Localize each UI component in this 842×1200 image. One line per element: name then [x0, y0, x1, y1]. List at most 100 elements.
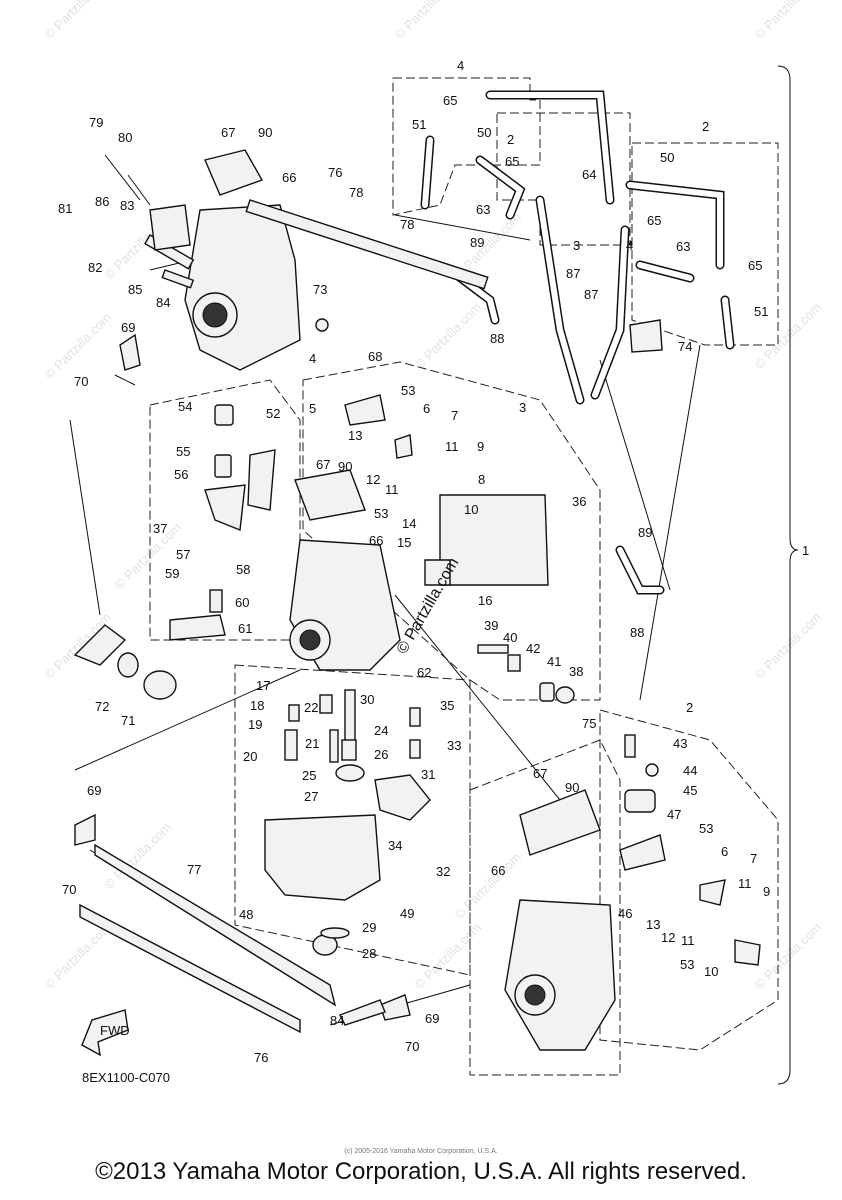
watermark: © Partzilla.com	[752, 610, 825, 683]
callout-87: 87	[584, 287, 598, 302]
callout-67: 67	[316, 457, 330, 472]
callout-64: 64	[582, 167, 596, 182]
callout-28: 28	[362, 946, 376, 961]
callout-84: 84	[330, 1013, 344, 1028]
callout-11: 11	[385, 482, 399, 497]
callout-84: 84	[156, 295, 170, 310]
callout-53: 53	[401, 383, 415, 398]
callout-27: 27	[304, 789, 318, 804]
callout-3: 3	[519, 400, 526, 415]
callout-80: 80	[118, 130, 132, 145]
callout-51: 51	[412, 117, 426, 132]
watermark: © Partzilla.com	[392, 0, 465, 42]
small-parts	[73, 204, 761, 1026]
callout-3: 3	[573, 238, 580, 253]
watermark: © Partzilla.com	[412, 300, 485, 373]
watermark: © Partzilla.com	[752, 0, 825, 42]
callout-10: 10	[704, 964, 718, 979]
callout-51: 51	[754, 304, 768, 319]
callout-39: 39	[484, 618, 498, 633]
callout-70: 70	[74, 374, 88, 389]
callout-87: 87	[566, 266, 580, 281]
callout-82: 82	[88, 260, 102, 275]
fwd-arrow-icon: FWD	[81, 1009, 130, 1057]
callout-70: 70	[62, 882, 76, 897]
watermark: © Partzilla.com	[412, 920, 485, 993]
watermark: © Partzilla.com	[42, 0, 115, 42]
callout-33: 33	[447, 738, 461, 753]
fwd-label: FWD	[100, 1023, 130, 1038]
callout-45: 45	[683, 783, 697, 798]
callout-24: 24	[374, 723, 388, 738]
callout-50: 50	[477, 125, 491, 140]
callout-36: 36	[572, 494, 586, 509]
callout-70: 70	[405, 1039, 419, 1054]
callout-61: 61	[238, 621, 252, 636]
callout-79: 79	[89, 115, 103, 130]
callout-38: 38	[569, 664, 583, 679]
callout-46: 46	[618, 906, 632, 921]
carburetor-middle	[289, 469, 401, 671]
callout-29: 29	[362, 920, 376, 935]
callout-56: 56	[174, 467, 188, 482]
carburetor-top	[184, 149, 489, 371]
carburetor-bottom	[504, 789, 616, 1051]
callout-4: 4	[309, 351, 316, 366]
watermark: © Partzilla.com	[752, 920, 825, 993]
callout-11: 11	[681, 933, 695, 948]
callout-77: 77	[187, 862, 201, 877]
callout-53: 53	[680, 957, 694, 972]
callout-89: 89	[638, 525, 652, 540]
callout-35: 35	[440, 698, 454, 713]
callout-4: 4	[457, 58, 464, 73]
callout-68: 68	[368, 349, 382, 364]
callout-20: 20	[243, 749, 257, 764]
callout-83: 83	[120, 198, 134, 213]
callout-31: 31	[421, 767, 435, 782]
callout-53: 53	[699, 821, 713, 836]
watermark: © Partzilla.com	[112, 520, 185, 593]
callout-50: 50	[660, 150, 674, 165]
callout-58: 58	[236, 562, 250, 577]
callout-12: 12	[366, 472, 380, 487]
callout-6: 6	[721, 844, 728, 859]
callout-26: 26	[374, 747, 388, 762]
callout-78: 78	[400, 217, 414, 232]
assembly-bracket	[777, 65, 799, 1085]
callout-32: 32	[436, 864, 450, 879]
callout-2: 2	[702, 119, 709, 134]
callout-69: 69	[425, 1011, 439, 1026]
callout-13: 13	[348, 428, 362, 443]
callout-89: 89	[470, 235, 484, 250]
callout-9: 9	[477, 439, 484, 454]
callout-65: 65	[505, 154, 519, 169]
callout-10: 10	[464, 502, 478, 517]
callout-69: 69	[121, 320, 135, 335]
callout-67: 67	[221, 125, 235, 140]
callout-8: 8	[478, 472, 485, 487]
callout-2: 2	[507, 132, 514, 147]
callout-53: 53	[374, 506, 388, 521]
callout-22: 22	[304, 700, 318, 715]
callout-78: 78	[349, 185, 363, 200]
callout-1: 1	[802, 543, 809, 558]
copyright-footer: ©2013 Yamaha Motor Corporation, U.S.A. A…	[95, 1158, 747, 1185]
callout-60: 60	[235, 595, 249, 610]
callout-76: 76	[328, 165, 342, 180]
callout-69: 69	[87, 783, 101, 798]
callout-2: 2	[686, 700, 693, 715]
rails	[79, 843, 337, 1034]
callout-41: 41	[547, 654, 561, 669]
callout-90: 90	[338, 459, 352, 474]
callout-25: 25	[302, 768, 316, 783]
callout-7: 7	[451, 408, 458, 423]
callout-67: 67	[533, 766, 547, 781]
callout-74: 74	[678, 339, 692, 354]
tiny-copyright: (c) 2005-2016 Yamaha Motor Corporation, …	[344, 1148, 498, 1155]
callout-86: 86	[95, 194, 109, 209]
callout-49: 49	[400, 906, 414, 921]
callout-85: 85	[128, 282, 142, 297]
callout-63: 63	[476, 202, 490, 217]
callout-11: 11	[445, 439, 459, 454]
